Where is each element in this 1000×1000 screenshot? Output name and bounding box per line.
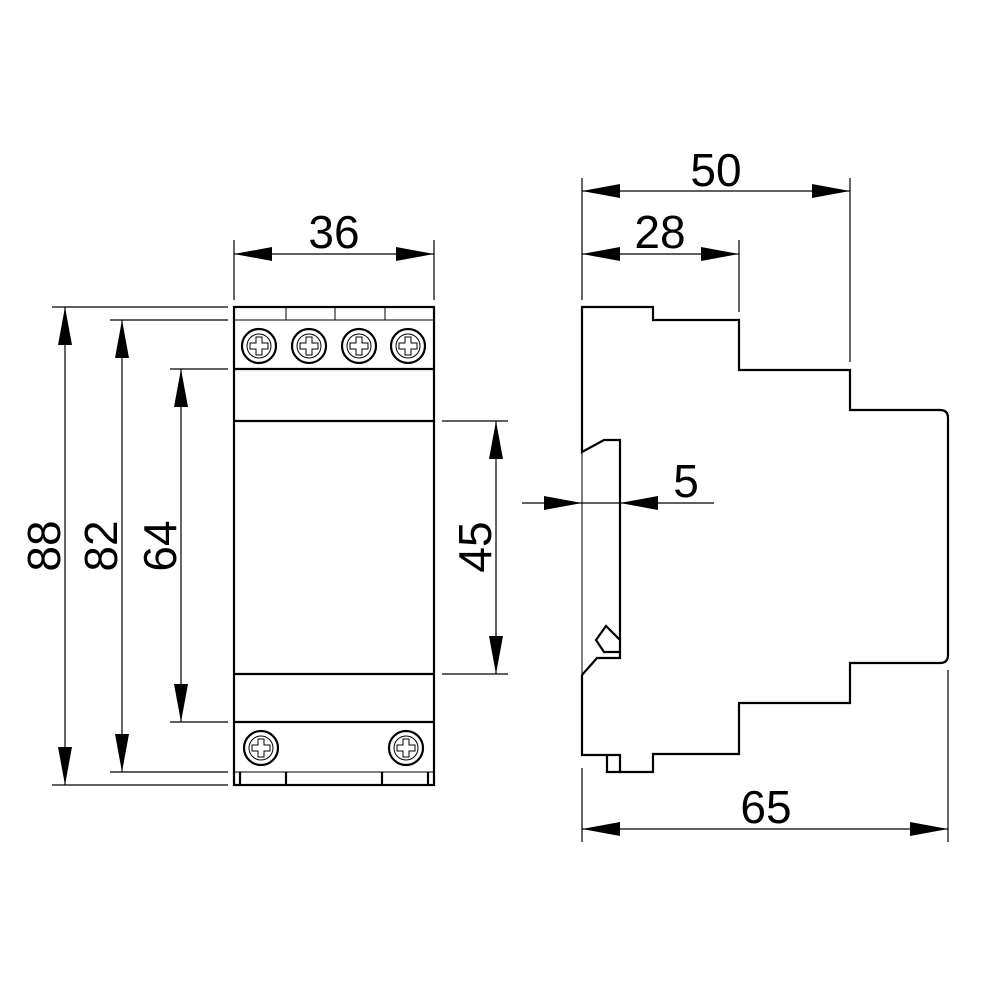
dim-label-side-depth-step: 28: [634, 206, 685, 258]
side-body-outline: [580, 305, 950, 774]
dim-side-depth-total: 65: [581, 670, 949, 842]
terminal-screw-icon: [387, 729, 425, 767]
dim-label-side-depth-top: 50: [690, 144, 741, 196]
dim-label-front-height-body: 82: [75, 520, 127, 571]
dim-label-front-height-total: 88: [18, 520, 70, 571]
dim-front-height-window: 45: [442, 420, 508, 675]
dim-label-front-width: 36: [308, 206, 359, 258]
terminal-screw-icon: [340, 327, 378, 365]
front-view: [232, 305, 436, 787]
dim-side-depth-step: 28: [582, 206, 740, 312]
dim-front-height-body: 82: [75, 319, 228, 773]
terminal-screw-icon: [389, 327, 427, 365]
dim-label-side-rail-offset: 5: [673, 455, 699, 507]
dim-front-height-mid: 64: [134, 368, 228, 723]
dim-label-side-depth-total: 65: [740, 781, 791, 833]
dim-front-width: 36: [233, 206, 435, 300]
dim-side-rail-offset: 5: [522, 455, 714, 510]
terminal-screw-icon: [242, 729, 280, 767]
dim-label-front-height-mid: 64: [134, 520, 186, 571]
terminal-screw-icon: [290, 327, 328, 365]
side-view: [580, 305, 950, 774]
dim-label-front-height-window: 45: [449, 521, 501, 572]
terminal-screw-icon: [240, 327, 278, 365]
dim-front-height-total: 88: [18, 306, 228, 786]
dim-side-depth-top: 50: [581, 144, 851, 362]
front-body-outline: [232, 305, 436, 787]
